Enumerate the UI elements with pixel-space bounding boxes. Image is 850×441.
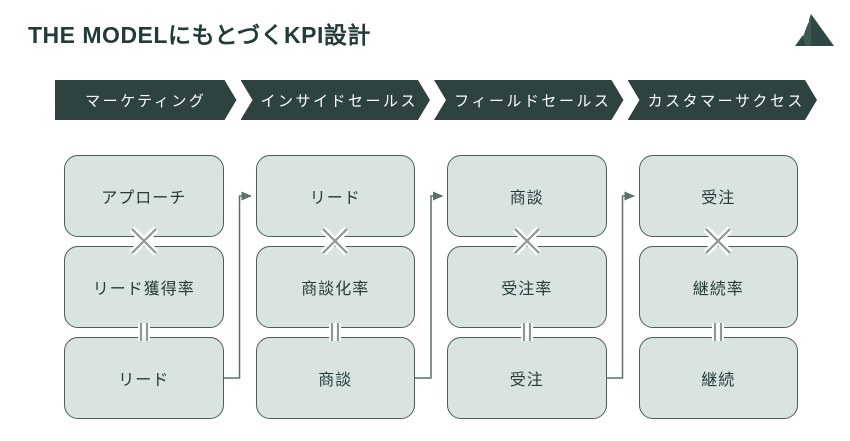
stage-header-inside-sales: インサイドセールス	[241, 80, 431, 120]
page-title: THE MODELにもとづくKPI設計	[28, 22, 371, 48]
stage-label: フィールドセールス	[454, 92, 612, 110]
stage-header-field-sales: フィールドセールス	[434, 80, 624, 120]
kpi-box: アプローチ	[64, 155, 224, 237]
kpi-box: 受注	[638, 155, 798, 237]
kpi-box: リード獲得率	[64, 246, 224, 328]
pyramid-logo-icon	[794, 14, 834, 48]
connector-arrow	[606, 191, 635, 379]
kpi-diagram: アプローチ リード獲得率 リード リード 商談化率 商談	[64, 155, 798, 419]
kpi-box: 継続	[638, 337, 798, 419]
stage-header-customer-success: カスタマーサクセス	[628, 80, 818, 120]
stage-label: カスタマーサクセス	[647, 92, 805, 110]
kpi-box: リード	[64, 337, 224, 419]
connector-arrow	[415, 191, 444, 379]
stage-band: マーケティング インサイドセールス フィールドセールス カスタマーサクセス	[55, 80, 817, 120]
kpi-column-field-sales: 商談 受注率 受注	[447, 155, 607, 419]
kpi-box: 受注率	[447, 246, 607, 328]
kpi-box: 継続率	[638, 246, 798, 328]
kpi-box: リード	[255, 155, 415, 237]
kpi-box: 受注	[447, 337, 607, 419]
kpi-column-customer-success: 受注 継続率 継続	[638, 155, 798, 419]
kpi-box: 商談化率	[255, 246, 415, 328]
kpi-box: 商談	[447, 155, 607, 237]
kpi-column-marketing: アプローチ リード獲得率 リード	[64, 155, 224, 419]
stage-label: マーケティング	[85, 92, 207, 110]
connector-arrow	[223, 191, 252, 379]
kpi-box: 商談	[255, 337, 415, 419]
stage-header-marketing: マーケティング	[55, 80, 237, 120]
kpi-column-inside-sales: リード 商談化率 商談	[255, 155, 415, 419]
stage-label: インサイドセールス	[260, 92, 418, 110]
